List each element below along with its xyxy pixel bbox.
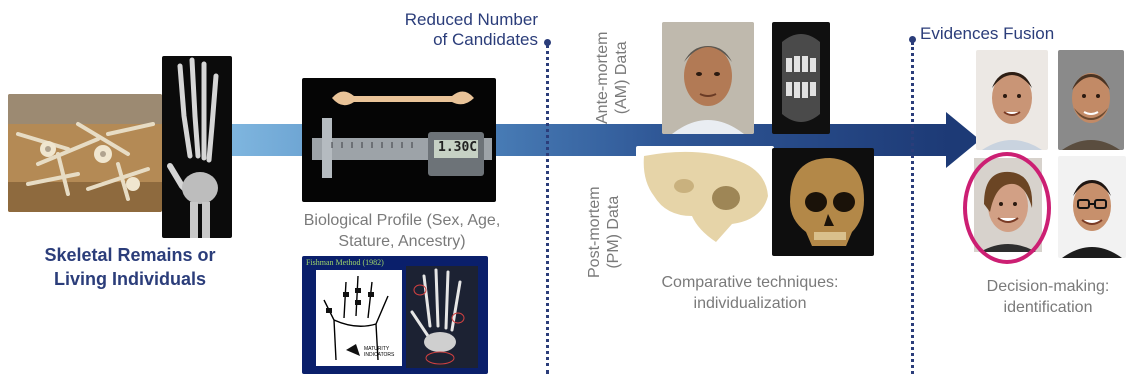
candidate-face-1 — [976, 50, 1048, 150]
divider-candidates — [546, 44, 549, 374]
candidate-face-4 — [1058, 156, 1126, 258]
am-line1: Ante-mortem — [594, 31, 611, 124]
identification-highlight-circle — [963, 152, 1051, 264]
am-line2: (AM) Data — [613, 41, 630, 115]
reduced-line2: of Candidates — [433, 30, 538, 49]
am-dental-xray — [772, 22, 830, 134]
biological-profile-label: Biological Profile (Sex, Age, Stature, A… — [282, 210, 522, 252]
comparative-line2: individualization — [693, 295, 807, 312]
pm-skull-photo — [772, 148, 874, 256]
skeletal-title-line1: Skeletal Remains or — [44, 245, 216, 265]
hand-diagram: MATURITY INDICATORS — [316, 270, 402, 366]
pm-data-label: Post-mortem (PM) Data — [585, 186, 623, 278]
decision-line2: identification — [1003, 299, 1093, 316]
hand-xray-small — [406, 266, 478, 368]
am-portrait-photo — [662, 22, 754, 134]
pm-line2: (PM) Data — [605, 195, 622, 269]
decision-making-label: Decision-making: identification — [956, 276, 1126, 318]
fishman-method-panel: Fishman Method (1982) MATURITY INDICATOR… — [302, 256, 488, 374]
comparative-techniques-label: Comparative techniques: individualizatio… — [630, 272, 870, 314]
divider-evidences-dot — [909, 36, 916, 43]
evidences-fusion-label: Evidences Fusion — [920, 24, 1055, 43]
divider-evidences — [911, 42, 914, 374]
skeletal-remains-photo — [8, 94, 162, 212]
reduced-line1: Reduced Number — [404, 10, 538, 29]
caliper-display-value: 1.30C — [438, 140, 478, 155]
caliper-bone-photo: 1.30C — [302, 78, 496, 202]
decision-line1: Decision-making: — [986, 278, 1110, 295]
divider-candidates-dot — [544, 39, 551, 46]
am-data-label: Ante-mortem (AM) Data — [593, 32, 631, 124]
bio-profile-line2: Stature, Ancestry) — [338, 233, 466, 250]
skeletal-remains-title: Skeletal Remains or Living Individuals — [20, 243, 240, 291]
fishman-method-title: Fishman Method (1982) — [306, 258, 384, 267]
comparative-line1: Comparative techniques: — [661, 274, 839, 291]
candidate-face-2 — [1058, 50, 1124, 150]
bio-profile-line1: Biological Profile (Sex, Age, — [303, 212, 501, 229]
maturity-indicators-label: MATURITY INDICATORS — [364, 346, 395, 358]
pm-pelvic-bone-photo — [636, 146, 774, 246]
reduced-candidates-label: Reduced Number of Candidates — [388, 10, 538, 50]
pm-line1: Post-mortem — [586, 186, 603, 278]
hand-xray-image — [162, 56, 232, 238]
skeletal-title-line2: Living Individuals — [53, 269, 206, 289]
